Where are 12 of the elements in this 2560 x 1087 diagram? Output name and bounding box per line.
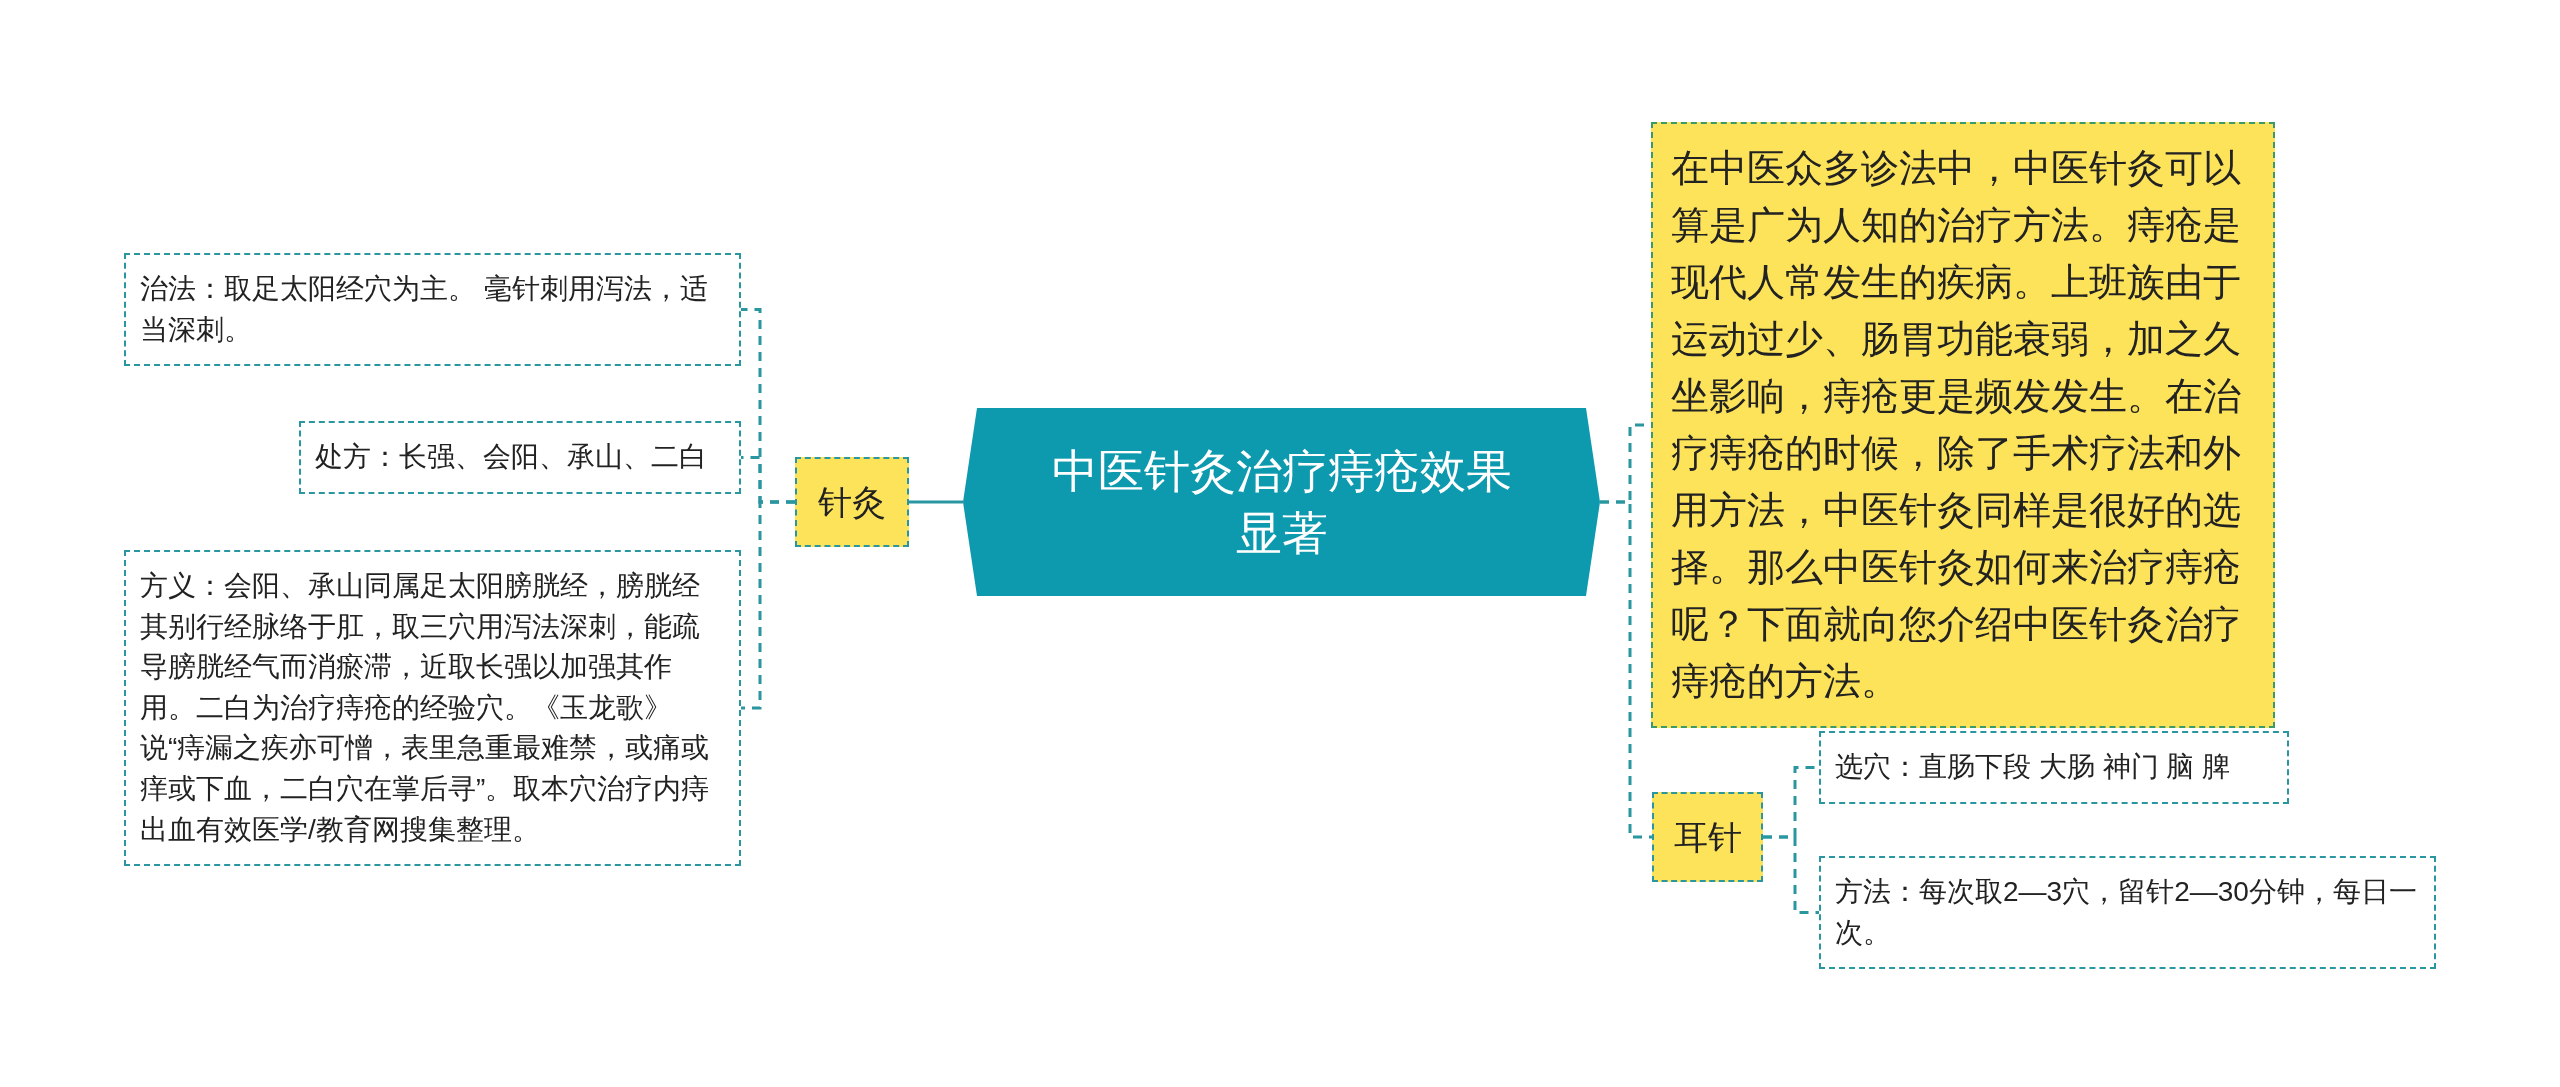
connector [1763, 835, 1819, 914]
connector [909, 500, 963, 504]
connector [1600, 500, 1652, 839]
branch-box: 耳针 [1652, 792, 1763, 882]
leaf-box: 方法：每次取2—3穴，留针2—30分钟，每日一次。 [1819, 856, 2436, 970]
connector [741, 500, 795, 710]
leaf-box: 选穴：直肠下段 大肠 神门 脑 脾 [1819, 731, 2289, 804]
leaf-box: 方义：会阳、承山同属足太阳膀胱经，膀胱经其别行经脉络于肛，取三穴用泻法深刺，能疏导膀胱经气而消瘀滞，近取长强以加强其作用。二白为治疗痔疮的经验穴。《玉龙歌》说“痔漏之疾亦可憎，表里急重最难禁，或痛或痒或下血，二白穴在掌后寻”。取本穴治疗内痔出血有效医学/教育网搜集整理。 [124, 550, 741, 867]
leaf-box: 处方：长强、会阳、承山、二白 [299, 421, 741, 494]
note-box: 在中医众多诊法中，中医针灸可以算是广为人知的治疗方法。痔疮是现代人常发生的疾病。上班族由于运动过少、肠胃功能衰弱，加之久坐影响，痔疮更是频发发生。在治疗痔疮的时候，除了手术疗法和外用方法，中医针灸同样是很好的选择。那么中医针灸如何来治疗痔疮呢？下面就向您介绍中医针灸治疗痔疮的方法。 [1651, 122, 2275, 728]
leaf-box: 治法：取足太阳经穴为主。 毫针刺用泻法，适当深刺。 [124, 253, 741, 367]
branch-box: 针灸 [795, 457, 909, 547]
